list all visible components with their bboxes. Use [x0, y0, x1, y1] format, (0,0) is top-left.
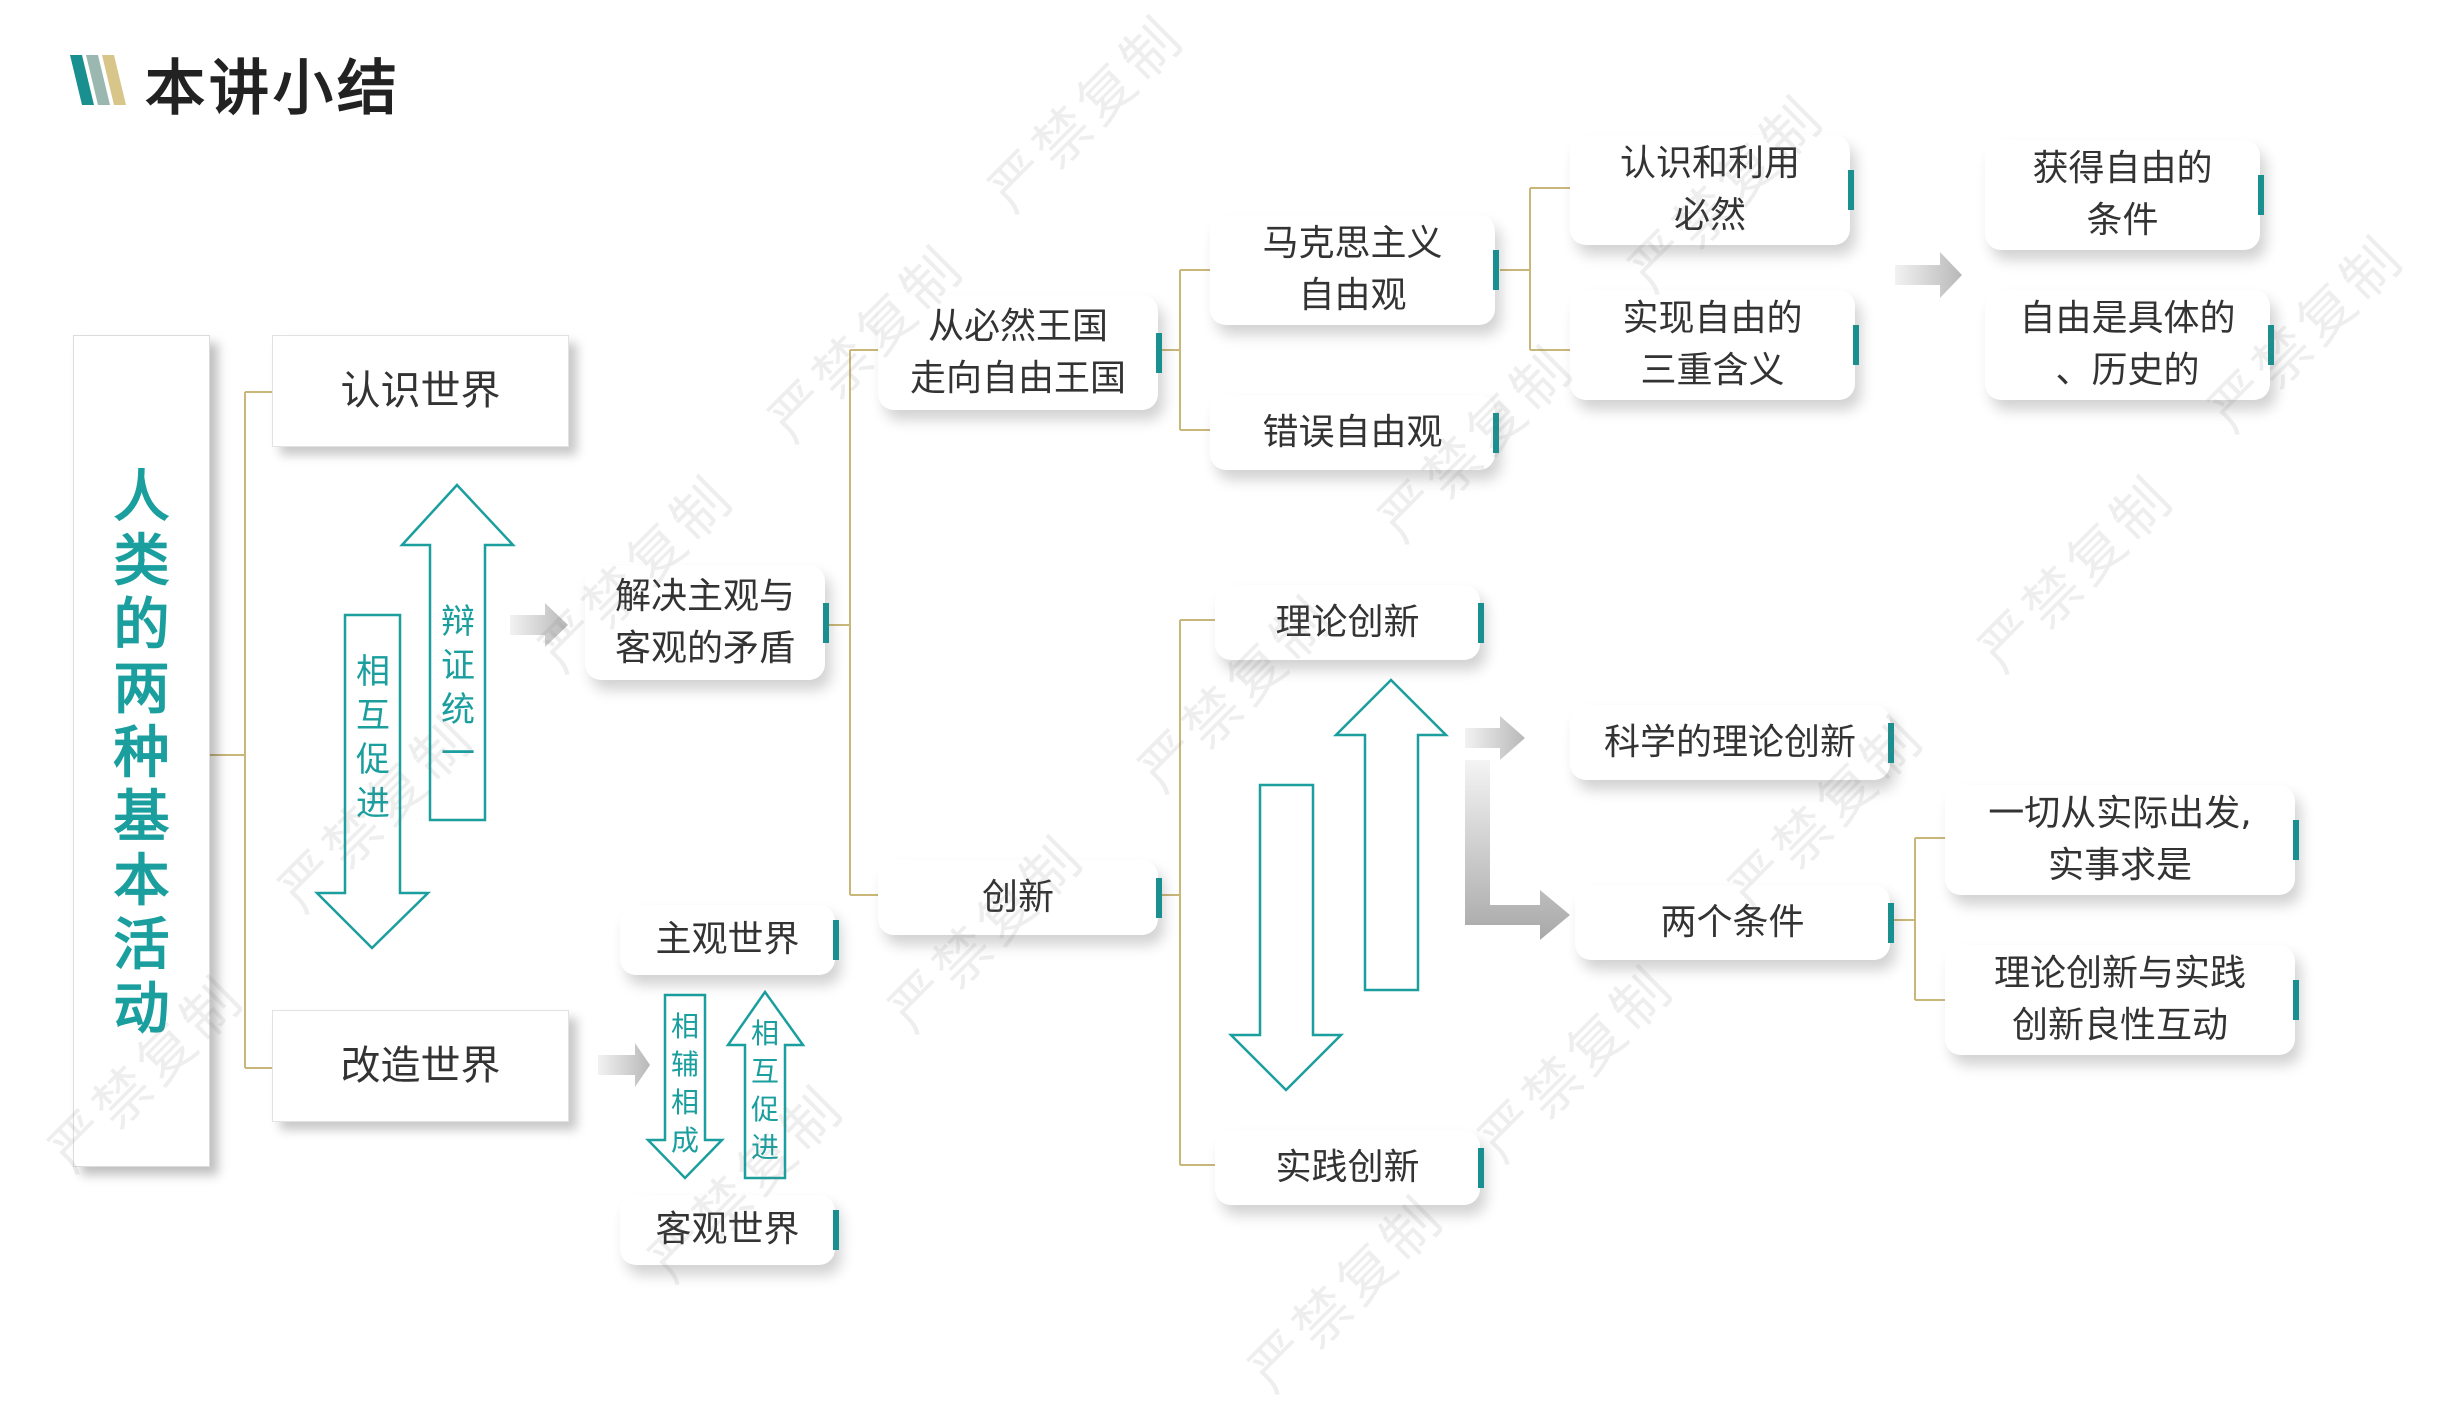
node-scientific-innovation: 科学的理论创新	[1570, 705, 1894, 780]
node-necessity-to-freedom: 从必然王国走向自由王国	[878, 295, 1162, 410]
mutual-arrow-down	[313, 613, 432, 950]
node-three-meanings: 实现自由的三重含义	[1570, 290, 1859, 400]
node-wrong-freedom: 错误自由观	[1210, 395, 1499, 470]
root-label: 人类的 两种基 本活动	[113, 465, 170, 1042]
node-innovation: 创新	[878, 860, 1162, 935]
mutual-small-label: 相互 促进	[750, 1017, 779, 1164]
node-objective-world: 客观世界	[620, 1195, 839, 1265]
diagram-connectors	[210, 187, 1962, 1180]
dialectic-arrow-up	[399, 483, 516, 822]
title-logo-icon	[70, 55, 126, 105]
page-title: 本讲小结	[145, 54, 401, 124]
node-theory-innovation: 理论创新	[1215, 585, 1484, 660]
node-two-conditions: 两个条件	[1575, 885, 1894, 960]
dialectic-unity-label: 辩证 统一	[441, 602, 475, 774]
node-subjective-world: 主观世界	[620, 905, 839, 975]
node-transform-world: 改造世界	[272, 1010, 569, 1122]
node-marxist-freedom: 马克思主义自由观	[1210, 215, 1499, 325]
node-freedom-conditions: 获得自由的条件	[1985, 140, 2264, 250]
node-theory-practice-interaction: 理论创新与实践创新良性互动	[1945, 945, 2299, 1055]
node-freedom-concrete: 自由是具体的、历史的	[1985, 290, 2274, 400]
node-know-use-necessity: 认识和利用必然	[1570, 135, 1854, 245]
node-know-world: 认识世界	[272, 335, 569, 447]
mutual-promotion-label: 相互 促进	[356, 652, 390, 824]
node-seek-truth: 一切从实际出发,实事求是	[1945, 785, 2299, 895]
node-resolve-contradiction: 解决主观与客观的矛盾	[585, 565, 829, 680]
complement-label: 相辅 相成	[670, 1010, 699, 1157]
node-practice-innovation: 实践创新	[1215, 1130, 1484, 1205]
root-node: 人类的 两种基 本活动	[73, 335, 210, 1167]
